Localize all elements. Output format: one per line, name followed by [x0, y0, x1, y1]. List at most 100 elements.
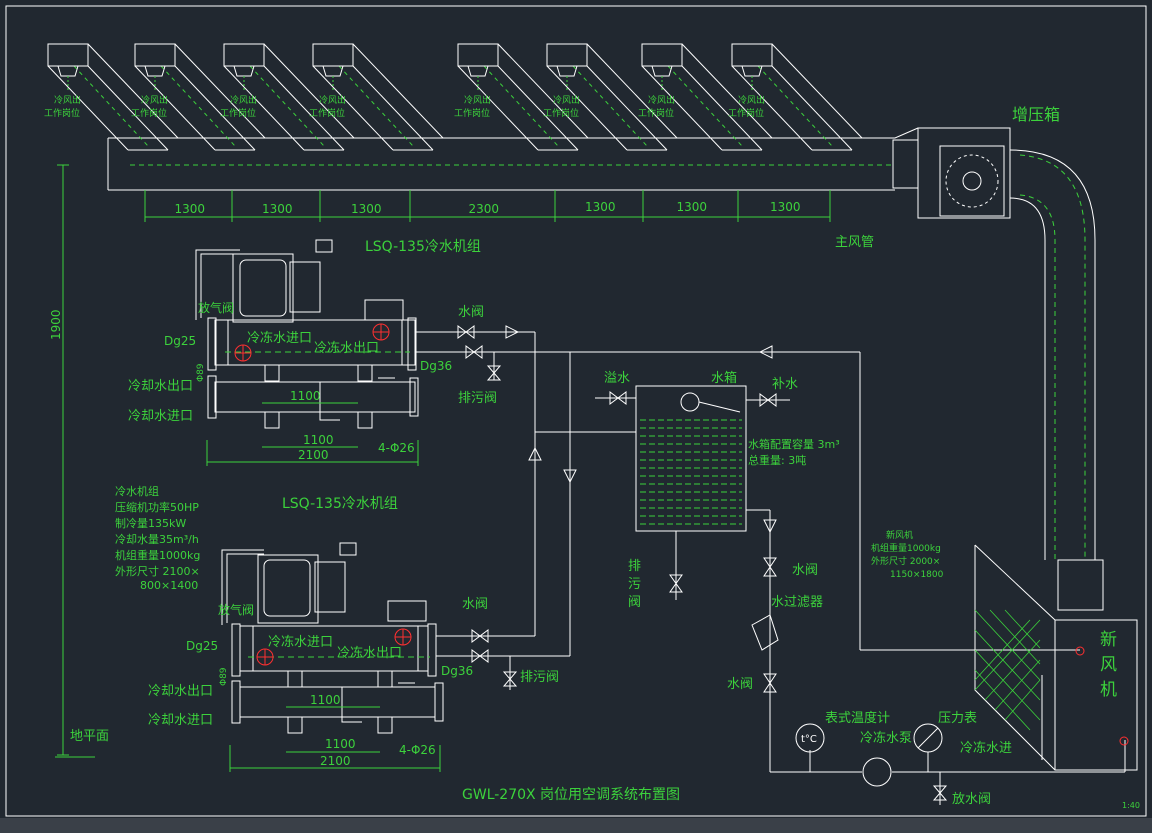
tank-capacity: 水箱配置容量 3m³: [748, 437, 840, 451]
duct-spacing-label: 1300: [585, 200, 616, 214]
chiller-top-markers: [234, 323, 390, 362]
duct-spacing-label: 1300: [175, 202, 206, 216]
chiller-spec-line: 压缩机功率50HP: [115, 500, 199, 514]
valve-icon: [465, 345, 483, 359]
chiller-bottom-dim-1100a: 1100: [310, 693, 341, 707]
outlet-nozzle-icon: [467, 65, 489, 90]
drawing-title: GWL-270X 岗位用空调系统布置图: [462, 787, 680, 803]
outlet-nozzle-icon: [556, 65, 578, 90]
tank-overflow-label: 溢水: [604, 371, 630, 386]
fresh-air-markers: [1075, 646, 1129, 746]
filter-label: 水过滤器: [771, 595, 823, 610]
branch-duct: [731, 43, 863, 151]
outlet-label-line2: 工作岗位: [543, 107, 579, 119]
chiller-bottom-water-valve: 水阀: [462, 597, 488, 612]
chiller-dimension-lines: [206, 402, 441, 772]
valve-icon: [669, 574, 683, 593]
drawing-scale: 1:40: [1122, 801, 1140, 810]
duct-spacing-label: 1300: [262, 202, 293, 216]
duct-spacing-label: 1300: [351, 202, 382, 216]
chiller-bottom-dim-2100: 2100: [320, 754, 351, 768]
duct-spacing-label: 1300: [677, 200, 708, 214]
outlet-label-line1: 冷风出: [648, 94, 675, 106]
chiller-bottom-markers: [256, 628, 412, 666]
fresh-air-spec-line: 1150×1800: [890, 570, 944, 580]
branch-duct: [457, 43, 589, 151]
valve-icon: [759, 393, 777, 407]
chiller-top-dg25: Dg25: [164, 334, 196, 348]
tank-weight: 总重量: 3吨: [748, 453, 806, 467]
outlet-nozzle-icon: [57, 65, 79, 90]
chiller-top-holes: 4-Φ26: [378, 441, 415, 455]
chiller-bottom-vent: 放气阀: [218, 602, 254, 617]
pump-label: 冷冻水泵: [860, 730, 912, 746]
chiller-top-water-valve: 水阀: [458, 305, 484, 320]
valve-icon: [502, 671, 518, 687]
outlet-nozzle-icon: [144, 65, 166, 90]
water-piping: [416, 331, 1126, 805]
chiller-top-dim-1100b: 1100: [303, 433, 334, 447]
outlet-label-line2: 工作岗位: [454, 107, 490, 119]
tank-makeup-label: 补水: [772, 377, 798, 392]
chiller-spec-line: 机组重量1000kg: [115, 548, 200, 562]
branch-duct: [223, 43, 355, 151]
chiller-top-cool-in: 冷却水进口: [128, 409, 193, 424]
chiller-spec-line: 制冷量135kW: [115, 517, 186, 530]
chiller-unit-bottom: [221, 542, 444, 734]
floor-label: 地平面: [70, 729, 109, 744]
filter-icon: [751, 614, 779, 651]
duct-system: [107, 127, 1096, 560]
pump-icon: [862, 757, 892, 787]
valves: [457, 325, 948, 801]
outlet-label-line2: 工作岗位: [131, 107, 167, 119]
booster-box-label: 增压箱: [1012, 105, 1060, 124]
chiller-unit-top: [195, 239, 419, 429]
chiller-top-chilled-out: 冷冻水出口: [314, 340, 379, 356]
tank-label: 水箱: [711, 370, 737, 386]
duct-spacing-label: 2300: [469, 202, 500, 216]
thermometer-label: 表式温度计: [825, 710, 890, 726]
outlet-nozzle-icon: [233, 65, 255, 90]
chiller-top-vent: 放气阀: [198, 300, 234, 315]
outlet-label-line1: 冷风出: [553, 94, 580, 106]
outlet-label-line1: 冷风出: [319, 94, 346, 106]
chiller-spec-line: 冷却水量35m³/h: [115, 533, 199, 546]
outlet-nozzle-icon: [741, 65, 763, 90]
chiller-spec-block: 冷水机组 压缩机功率50HP 制冷量135kW 冷却水量35m³/h 机组重量1…: [115, 484, 200, 592]
drawing-frame: [5, 5, 1147, 817]
low-water-valve-label: 水阀: [727, 677, 753, 692]
duct-dimension-ticks: 1300 1300 1300 2300 1300 1300 1300: [144, 190, 831, 222]
valve-icon: [471, 629, 489, 643]
chiller-bottom-dg36: Dg36: [441, 664, 473, 678]
outlet-label-line2: 工作岗位: [220, 107, 256, 119]
flow-arrows: [505, 325, 777, 534]
chiller-bottom-holes: 4-Φ26: [399, 743, 436, 757]
chiller-top-cool-out: 冷却水出口: [128, 379, 193, 394]
branch-duct: [134, 43, 266, 151]
main-duct-label: 主风管: [835, 235, 874, 250]
outlet-label-line2: 工作岗位: [309, 107, 345, 119]
chiller-bottom-chilled-out: 冷冻水出口: [337, 645, 402, 661]
fresh-air-spec-line: 新风机: [886, 529, 913, 541]
chiller-top-title: LSQ-135冷水机组: [365, 239, 481, 255]
chiller-bottom-dim-1100b: 1100: [325, 737, 356, 751]
chiller-bottom-chilled-in: 冷冻水进口: [268, 634, 333, 650]
chiller-bottom-phi89: Φ89: [219, 667, 229, 686]
height-dimension: [55, 164, 95, 758]
tank-drain-char: 阀: [628, 595, 641, 610]
tank-drain-char: 排: [628, 559, 641, 574]
outlet-label-line1: 冷风出: [464, 94, 491, 106]
height-dim-label: 1900: [49, 309, 63, 340]
outlet-label-line1: 冷风出: [738, 94, 765, 106]
fresh-air-spec-line: 外形尺寸 2000×: [871, 555, 940, 567]
outlet-label-line2: 工作岗位: [638, 107, 674, 119]
valve-icon: [609, 391, 627, 405]
pressure-gauge-icon: [913, 723, 943, 753]
duct-spacing-label: 1300: [770, 200, 801, 214]
chiller-top-dim-1100a: 1100: [290, 389, 321, 403]
valve-icon: [457, 325, 475, 339]
right-water-valve-label: 水阀: [792, 563, 818, 578]
valve-icon: [932, 785, 948, 801]
